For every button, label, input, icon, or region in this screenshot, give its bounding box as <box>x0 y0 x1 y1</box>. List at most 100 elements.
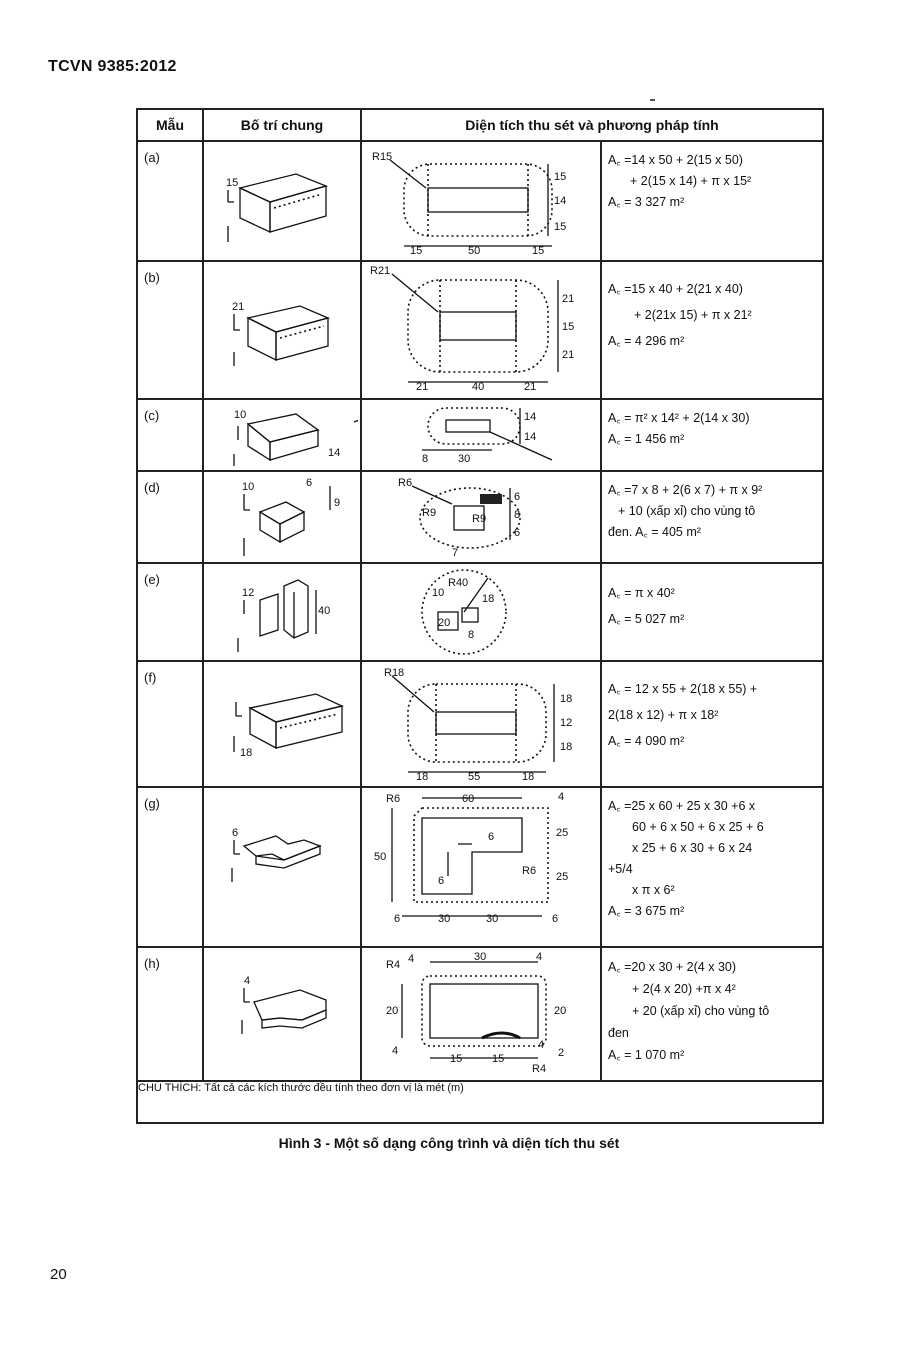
plan-diagram: 14 14 8 30 <box>360 398 602 472</box>
dim-label: 21 <box>562 293 574 305</box>
radius-label: R4 <box>532 1063 546 1075</box>
iso-tower-sketch: 12 40 <box>237 579 330 652</box>
plan-diagram-e: R40 10 18 20 8 <box>421 569 507 655</box>
iso-sketch: 18 <box>202 660 362 788</box>
iso-sketch: 6 <box>202 786 362 948</box>
formula-line: A꜀ = π x 40² <box>608 586 675 600</box>
plan-diagram: R6 R9 R9 6 8 6 7 <box>360 470 602 564</box>
dim-label: 18 <box>560 741 572 753</box>
iso-house-sketch: 10 14 <box>233 409 358 466</box>
iso-dim: 9 <box>334 497 340 509</box>
sample-label: (d) <box>136 470 204 564</box>
dim-label: 10 <box>432 587 444 599</box>
table-note: CHÚ THÍCH: Tất cả các kích thước đều tín… <box>135 1080 825 1124</box>
formula-line: 60 + 6 x 50 + 6 x 25 + 6 <box>632 820 764 834</box>
dim-label: 6 <box>438 875 444 887</box>
sample-label: (b) <box>136 260 204 400</box>
formula-cell: A꜀ =7 x 8 + 2(6 x 7) + π x 9² + 10 (xấp … <box>599 470 825 564</box>
formula-cell: A꜀ =14 x 50 + 2(15 x 50) + 2(15 x 14) + … <box>599 140 825 262</box>
dim-label: 30 <box>474 951 486 963</box>
formula-line: + 2(21x 15) + π x 21² <box>634 308 752 322</box>
dim-label: 15 <box>562 321 574 333</box>
formula-line: + 10 (xấp xỉ) cho vùng tô <box>618 504 756 518</box>
table-row: (c) 10 14 14 14 <box>136 398 825 472</box>
formula-result: đen. A꜀ = 405 m² <box>608 525 701 539</box>
radius-label: R6 <box>386 793 400 805</box>
dim-label: 30 <box>486 913 498 925</box>
iso-dim: 10 <box>234 409 246 421</box>
formula-cell: A꜀ =25 x 60 + 25 x 30 +6 x 60 + 6 x 50 +… <box>599 786 825 948</box>
plan-diagram: R15 15 14 15 15 50 15 <box>360 140 602 262</box>
dim-label: 4 <box>558 791 564 803</box>
plan-diagram-h: R4 R4 4 30 4 20 20 4 15 15 4 2 <box>386 951 566 1075</box>
stray-mark <box>650 99 655 101</box>
formula-line: A꜀ =20 x 30 + 2(4 x 30) <box>608 960 737 974</box>
sample-label: (e) <box>136 562 204 662</box>
radius-label: R6 <box>398 477 412 489</box>
dim-label: 6 <box>488 831 494 843</box>
formula-line: + 20 (xấp xỉ) cho vùng tô <box>632 1004 770 1018</box>
figure-caption: Hình 3 - Một số dạng công trình và diện … <box>278 1135 620 1151</box>
dim-label: 40 <box>472 381 484 393</box>
formula-line: x 25 + 6 x 30 + 6 x 24 <box>632 841 753 855</box>
col-header-area: Diện tích thu sét và phương pháp tính <box>359 108 825 142</box>
dim-label: 50 <box>468 245 480 257</box>
radius-label: R18 <box>384 667 404 679</box>
dim-label: 18 <box>560 693 572 705</box>
formula-line: A꜀ = π² x 14² + 2(14 x 30) <box>608 411 750 425</box>
dim-label: 8 <box>422 453 428 465</box>
iso-sketch: 15 <box>202 140 362 262</box>
dim-label: 2 <box>558 1047 564 1059</box>
sample-label: (a) <box>136 140 204 262</box>
radius-label: R15 <box>372 151 392 163</box>
iso-dim: 18 <box>240 747 252 759</box>
plan-diagram-c: 14 14 8 30 <box>422 407 553 465</box>
table-header-row: Mẫu Bố trí chung Diện tích thu sét và ph… <box>136 108 825 142</box>
col-header-layout: Bố trí chung <box>202 108 362 142</box>
formula-line: x π x 6² <box>632 883 675 897</box>
iso-sketch: 10 6 9 <box>202 470 362 564</box>
formula-line: đen <box>608 1026 629 1040</box>
dim-label: 15 <box>532 245 544 257</box>
table-row: (b) 21 R21 2 <box>136 260 825 400</box>
plan-diagram: R6 R6 60 4 50 25 25 6 6 6 30 30 6 <box>360 786 602 948</box>
formula-cell: A꜀ =15 x 40 + 2(21 x 40) + 2(21x 15) + π… <box>599 260 825 400</box>
formula-line: A꜀ = 12 x 55 + 2(18 x 55) + <box>608 682 758 696</box>
table-row: (e) 12 40 R40 10 <box>136 562 825 662</box>
plan-diagram-d: R6 R9 R9 6 8 6 7 <box>398 477 521 559</box>
dim-label: 25 <box>556 871 568 883</box>
dim-label: 55 <box>468 771 480 783</box>
iso-sketch: 12 40 <box>202 562 362 662</box>
dim-label: 18 <box>522 771 534 783</box>
dim-label: 18 <box>482 593 494 605</box>
dim-label: 14 <box>524 411 536 423</box>
dim-label: 15 <box>554 221 566 233</box>
iso-dim: 6 <box>232 827 238 839</box>
dim-label: 6 <box>514 491 520 503</box>
formula-line: A꜀ =15 x 40 + 2(21 x 40) <box>608 282 743 296</box>
plan-diagram: R4 R4 4 30 4 20 20 4 15 15 4 2 <box>360 946 602 1082</box>
sample-label: (g) <box>136 786 204 948</box>
plan-diagram: R21 21 15 21 21 40 21 <box>360 260 602 400</box>
formula-line: 2(18 x 12) + π x 18² <box>608 708 719 722</box>
dim-label: 15 <box>554 171 566 183</box>
dim-label: 4 <box>538 1039 544 1051</box>
radius-label: R21 <box>370 265 390 277</box>
dim-label: 20 <box>386 1005 398 1017</box>
formula-line: + 2(4 x 20) +π x 4² <box>632 982 736 996</box>
dim-label: 20 <box>438 617 450 629</box>
formula-result: A꜀ = 5 027 m² <box>608 612 685 626</box>
formula-line: A꜀ =25 x 60 + 25 x 30 +6 x <box>608 799 756 813</box>
dim-label: 15 <box>492 1053 504 1065</box>
iso-dim: 6 <box>306 477 312 489</box>
iso-dim: 12 <box>242 587 254 599</box>
iso-sketch: 4 <box>202 946 362 1082</box>
formula-cell: A꜀ = π² x 14² + 2(14 x 30) A꜀ = 1 456 m² <box>599 398 825 472</box>
col-header-sample: Mẫu <box>136 108 204 142</box>
plan-diagram: R40 10 18 20 8 <box>360 562 602 662</box>
plan-diagram-b: R21 21 15 21 21 40 21 <box>370 265 574 393</box>
plan-diagram-g: R6 R6 60 4 50 25 25 6 6 6 30 30 6 <box>374 791 568 925</box>
radius-label: R40 <box>448 577 468 589</box>
iso-box-sketch: 18 <box>233 693 344 759</box>
formula-result: A꜀ = 3 675 m² <box>608 904 685 918</box>
